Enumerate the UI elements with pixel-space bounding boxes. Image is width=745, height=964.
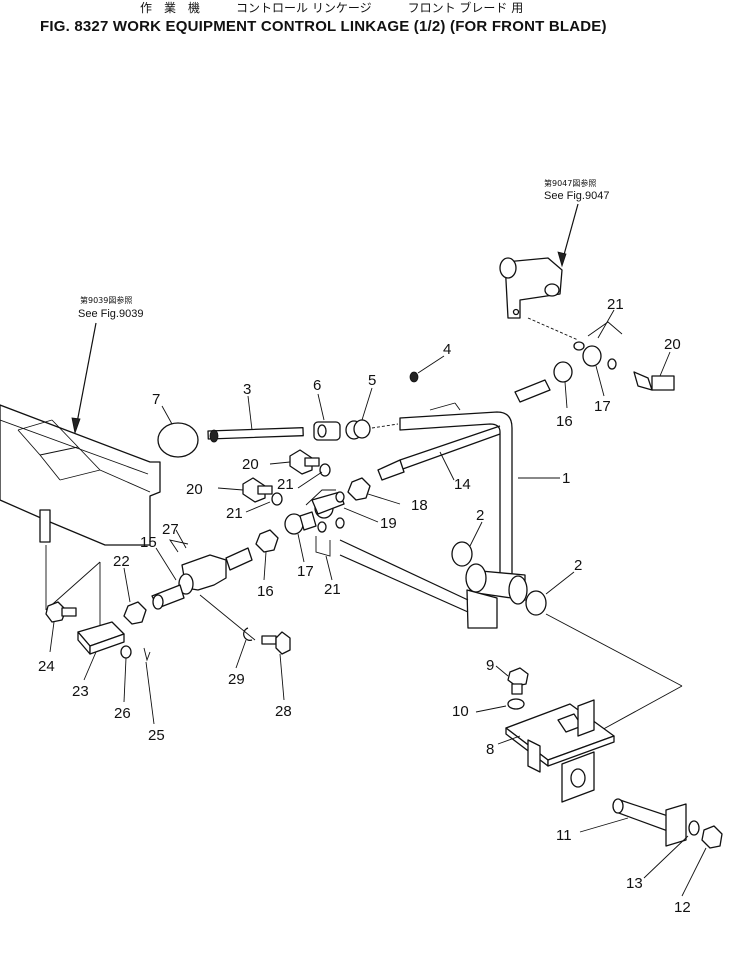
callout-22: 22 (113, 553, 130, 570)
plate-part-19 (305, 489, 345, 519)
callout-16: 16 (556, 413, 573, 430)
nut-part-5 (345, 419, 371, 440)
title-block: 作 業 機 コントロール リンケージ フロント ブレード 用 FIG. 8327… (40, 0, 607, 35)
knob-part-7 (157, 422, 199, 458)
callout-11: 11 (556, 827, 572, 844)
callout-5: 5 (368, 372, 376, 389)
clevis-part-23 (77, 621, 125, 655)
washer-part-10 (507, 698, 525, 710)
callout-26: 26 (114, 705, 131, 722)
callout-3: 3 (243, 381, 251, 398)
callout-25: 25 (148, 727, 165, 744)
reference-jp: 第9039図参照 (80, 295, 132, 305)
washers-part-21 (315, 517, 345, 557)
callout-13: 13 (626, 875, 643, 892)
washer-part-26 (120, 645, 132, 659)
bushing-part-2-lower (525, 590, 547, 616)
callout-19: 19 (380, 515, 397, 532)
callout-14: 14 (454, 476, 471, 493)
nut-part-4 (409, 371, 419, 383)
rod-part-3 (207, 427, 304, 443)
callout-1: 1 (562, 470, 570, 487)
callout-2: 2 (476, 507, 484, 524)
bracket-part-8 (505, 699, 615, 803)
rod-end-part-17 (284, 511, 317, 535)
pin-part-11 (612, 798, 687, 847)
callout-29: 29 (228, 671, 245, 688)
lever-part-1 (339, 402, 528, 629)
left-frame (0, 404, 161, 625)
reference-en: See Fig.9047 (544, 190, 609, 202)
callout-20: 20 (242, 456, 259, 473)
nut-part-22 (123, 601, 147, 625)
rod-part-14 (377, 425, 501, 481)
bushing-part-2-upper (451, 541, 473, 567)
nut-part-18 (347, 477, 371, 501)
bolt-part-9 (507, 667, 529, 695)
nut-part-16-lower (255, 529, 279, 553)
callout-10: 10 (452, 703, 469, 720)
callout-18: 18 (411, 497, 428, 514)
callout-15: 15 (140, 534, 157, 551)
washer-part-13 (688, 820, 700, 836)
bolt-part-20-upper (289, 449, 331, 477)
callout-12: 12 (674, 899, 691, 916)
callout-21: 21 (277, 476, 294, 493)
pin-part-25 (143, 647, 151, 662)
shaft-assembly-part-27 (151, 539, 256, 641)
bolt-part-20-lower (242, 477, 283, 506)
callout-9: 9 (486, 657, 494, 674)
callout-17: 17 (594, 398, 611, 415)
clip-part-29 (243, 627, 253, 641)
reference-jp: 第9047図参照 (544, 178, 596, 188)
callout-27: 27 (162, 521, 179, 538)
title-japanese: 作 業 機 コントロール リンケージ フロント ブレード 用 (140, 0, 523, 15)
coupler-part-6 (313, 421, 341, 441)
reference-en: See Fig.9039 (78, 308, 143, 320)
title-figure: FIG. 8327 WORK EQUIPMENT CONTROL LINKAGE… (40, 18, 607, 35)
bolt-part-28 (261, 631, 291, 655)
callout-23: 23 (72, 683, 89, 700)
callout-21: 21 (324, 581, 341, 598)
callout-20: 20 (186, 481, 203, 498)
callout-21: 21 (607, 296, 624, 313)
callout-24: 24 (38, 658, 55, 675)
callout-17: 17 (297, 563, 314, 580)
leader-lines (49, 309, 707, 897)
callout-4: 4 (443, 341, 451, 358)
reference-fig-9047: 第9047図参照 See Fig.9047 (544, 178, 609, 268)
callouts: 1 2 2 3 4 5 6 7 8 9 10 11 12 13 14 15 16… (38, 296, 691, 916)
callout-7: 7 (152, 391, 160, 408)
rod-end-upper (514, 341, 675, 403)
callout-2: 2 (574, 557, 582, 574)
callout-16: 16 (257, 583, 274, 600)
upper-bracket (499, 257, 579, 341)
callout-8: 8 (486, 741, 494, 758)
reference-fig-9039: 第9039図参照 See Fig.9039 (71, 295, 143, 435)
bolt-part-24 (45, 601, 77, 623)
callout-6: 6 (313, 377, 321, 394)
callout-20: 20 (664, 336, 681, 353)
callout-28: 28 (275, 703, 292, 720)
bolt-part-12 (701, 825, 723, 849)
callout-21: 21 (226, 505, 243, 522)
